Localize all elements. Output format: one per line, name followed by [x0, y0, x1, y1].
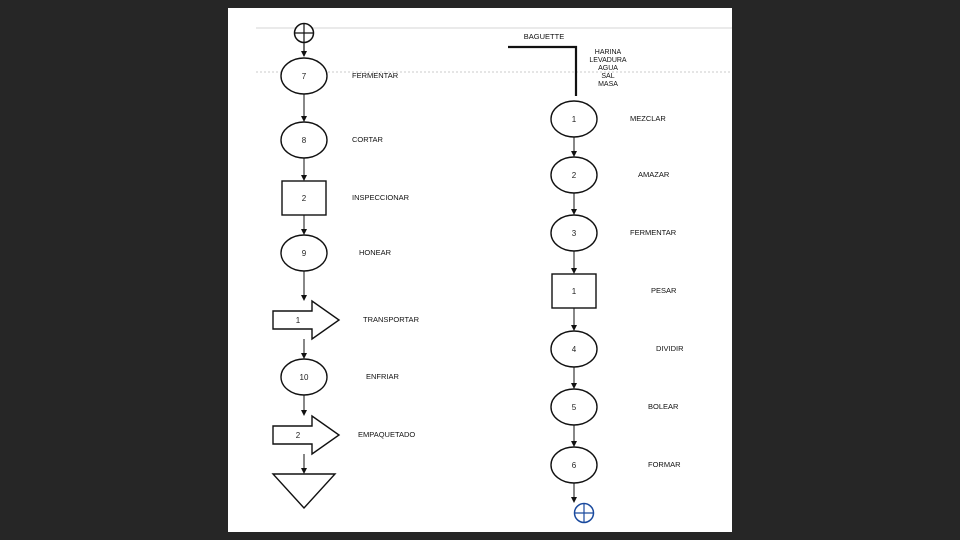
step-number: 3 [572, 229, 577, 238]
operation-node: 9 HONEAR [280, 234, 392, 272]
ingredient-label: MASA [598, 81, 618, 88]
step-number: 7 [302, 72, 307, 81]
step-label: ENFRIAR [366, 372, 400, 381]
ingredient-feed-line [508, 45, 578, 96]
inspection-node: 1 PESAR [551, 273, 677, 309]
step-number: 4 [572, 345, 577, 354]
operation-symbol [280, 57, 328, 95]
step-number: 2 [572, 171, 577, 180]
step-label: CORTAR [352, 135, 384, 144]
step-label: EMPAQUETADO [358, 430, 415, 439]
operation-symbol [550, 330, 598, 368]
step-label: AMAZAR [638, 170, 670, 179]
step-label: FERMENTAR [630, 228, 677, 237]
step-label: FERMENTAR [352, 71, 399, 80]
ingredient-label: AGUA [598, 65, 618, 72]
operation-symbol [280, 121, 328, 159]
storage-triangle-symbol [271, 473, 337, 510]
step-number: 9 [302, 249, 307, 258]
connector-symbol-top [293, 22, 315, 44]
operation-node: 4 DIVIDIR [550, 330, 684, 368]
inspection-symbol [551, 273, 597, 309]
product-name: BAGUETTE [524, 32, 564, 41]
transport-node: 2 EMPAQUETADO [272, 414, 415, 456]
transport-arrow-symbol [272, 414, 341, 456]
step-label: PESAR [651, 286, 677, 295]
ingredient-label: HARINA [595, 49, 622, 56]
transport-node: 1 TRANSPORTAR [272, 299, 420, 341]
operation-symbol [280, 358, 328, 396]
step-label: DIVIDIR [656, 344, 684, 353]
operation-symbol [550, 446, 598, 484]
step-label: FORMAR [648, 460, 681, 469]
step-number: 8 [302, 136, 307, 145]
step-label: INSPECCIONAR [352, 193, 410, 202]
ingredient-label: SAL [601, 73, 614, 80]
operation-node: 7 FERMENTAR [280, 57, 399, 95]
storage-node [271, 473, 337, 510]
step-number: 10 [300, 373, 309, 382]
operation-symbol [280, 234, 328, 272]
step-number: 1 [296, 316, 301, 325]
step-label: BOLEAR [648, 402, 679, 411]
step-number: 6 [572, 461, 577, 470]
step-number: 1 [572, 287, 577, 296]
operation-node: 3 FERMENTAR [550, 214, 677, 252]
step-label: HONEAR [359, 248, 392, 257]
inspection-node: 2 INSPECCIONAR [281, 180, 410, 216]
connector-symbol-bottom [573, 502, 595, 524]
step-number: 2 [296, 431, 301, 440]
operation-symbol [550, 100, 598, 138]
step-label: TRANSPORTAR [363, 315, 420, 324]
transport-arrow-symbol [272, 299, 341, 341]
flow-connectors [301, 42, 577, 503]
operation-node: 5 BOLEAR [550, 388, 679, 426]
step-label: MEZCLAR [630, 114, 666, 123]
inspection-symbol [281, 180, 327, 216]
ingredient-label: LEVADURA [589, 57, 627, 64]
left-column: 7 FERMENTAR 8 CORTAR 2 INSPECCIONAR 9 HONEAR 1 TR… [271, 57, 420, 510]
operation-symbol [550, 156, 598, 194]
operation-node: 2 AMAZAR [550, 156, 670, 194]
operation-symbol [550, 214, 598, 252]
operation-node: 8 CORTAR [280, 121, 384, 159]
operation-node: 6 FORMAR [550, 446, 681, 484]
step-number: 2 [302, 194, 307, 203]
operation-symbol [550, 388, 598, 426]
step-number: 5 [572, 403, 577, 412]
operation-node: 10 ENFRIAR [280, 358, 400, 396]
step-number: 1 [572, 115, 577, 124]
operation-node: 1 MEZCLAR [550, 100, 666, 138]
